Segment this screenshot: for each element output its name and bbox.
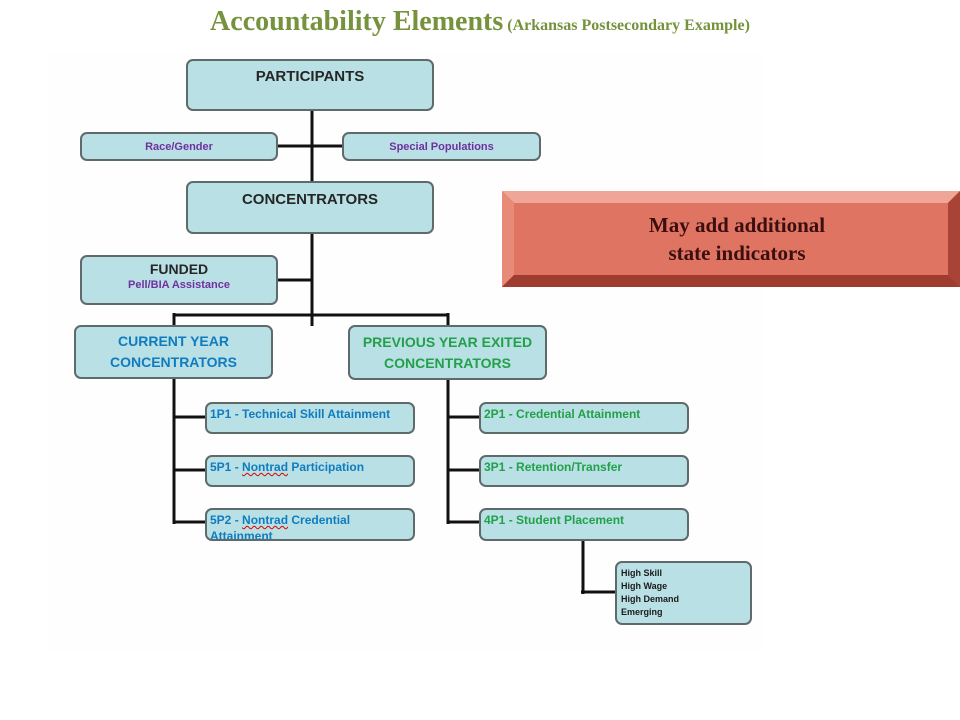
indicator-code: 5P1 — [210, 460, 232, 474]
page-title-main: Accountability Elements — [210, 6, 504, 37]
indicator-code: 4P1 — [484, 513, 506, 527]
indicator-label: 5P1 - Nontrad Participation — [210, 460, 413, 474]
placement-type-2: High Wage — [621, 581, 668, 591]
indicator-code: 1P1 — [210, 407, 232, 421]
indicator-text-part: Credential — [288, 513, 351, 527]
page-title: Accountability Elements (Arkansas Postse… — [0, 6, 960, 38]
placement-types-node: High Skill High Wage High Demand Emergin… — [615, 561, 752, 625]
indicator-separator: - — [231, 513, 243, 527]
indicator-text-part: Nontrad — [242, 513, 289, 527]
previous-year-label-2: CONCENTRATORS — [383, 354, 512, 371]
indicator-code: 2P1 — [484, 407, 506, 421]
special-populations-node: Special Populations — [342, 132, 541, 161]
indicator-text-part: Credential Attainment — [516, 407, 641, 421]
indicator-text-part: Student Placement — [516, 513, 625, 527]
callout-bevel-shape — [502, 191, 960, 287]
placement-type-1: High Skill — [621, 568, 663, 578]
indicator-label: 3P1 - Retention/Transfer — [484, 460, 687, 474]
previous-indicator-1: 2P1 - Credential Attainment — [479, 402, 689, 434]
current-year-label-2: CONCENTRATORS — [109, 354, 238, 370]
indicator-separator: - — [231, 407, 243, 421]
indicator-label: 5P2 - Nontrad Credential — [210, 513, 413, 527]
previous-indicator-3: 4P1 - Student Placement — [479, 508, 689, 541]
indicator-text-part: Retention/Transfer — [516, 460, 623, 474]
race-gender-node: Race/Gender — [80, 132, 278, 161]
previous-year-label-1: PREVIOUS YEAR EXITED — [362, 333, 533, 350]
indicator-label: 2P1 - Credential Attainment — [484, 407, 687, 421]
page-title-sub: (Arkansas Postsecondary Example) — [507, 17, 750, 34]
concentrators-label: CONCENTRATORS — [241, 191, 379, 208]
funded-label: FUNDED — [149, 261, 209, 277]
indicator-label-line-2: Attainment — [210, 529, 273, 541]
current-indicator-2: 5P1 - Nontrad Participation — [205, 455, 415, 487]
placement-type-4: Emerging — [621, 607, 663, 617]
current-year-label-1: CURRENT YEAR — [118, 333, 229, 349]
special-populations-label: Special Populations — [389, 140, 494, 153]
concentrators-node: CONCENTRATORS — [186, 181, 434, 234]
placement-type-3: High Demand — [621, 594, 680, 604]
callout-line-2: state indicators — [668, 241, 806, 265]
callout-line-1: May add additional — [648, 213, 826, 237]
indicator-code: 3P1 — [484, 460, 506, 474]
indicator-separator: - — [505, 460, 517, 474]
callout-text: May add additional state indicators — [502, 211, 960, 267]
indicator-text-part: Nontrad — [242, 460, 289, 474]
indicator-separator: - — [505, 407, 517, 421]
funded-sublabel: Pell/BIA Assistance — [128, 279, 230, 291]
current-year-node: CURRENT YEAR CONCENTRATORS — [74, 325, 273, 379]
indicator-code: 5P2 — [210, 513, 232, 527]
indicator-label: 1P1 - Technical Skill Attainment — [210, 407, 413, 421]
indicator-text-part: Technical Skill Attainment — [242, 407, 391, 421]
current-indicator-1: 1P1 - Technical Skill Attainment — [205, 402, 415, 434]
indicator-separator: - — [231, 460, 243, 474]
indicator-label: 4P1 - Student Placement — [484, 513, 687, 527]
participants-node: PARTICIPANTS — [186, 59, 434, 111]
previous-year-node: PREVIOUS YEAR EXITED CONCENTRATORS — [348, 325, 547, 380]
state-indicators-callout: May add additional state indicators — [502, 191, 960, 287]
indicator-text-part: Participation — [288, 460, 365, 474]
funded-node: FUNDED Pell/BIA Assistance — [80, 255, 278, 305]
previous-indicator-2: 3P1 - Retention/Transfer — [479, 455, 689, 487]
indicator-separator: - — [505, 513, 517, 527]
race-gender-label: Race/Gender — [145, 140, 213, 153]
participants-label: PARTICIPANTS — [255, 68, 365, 85]
